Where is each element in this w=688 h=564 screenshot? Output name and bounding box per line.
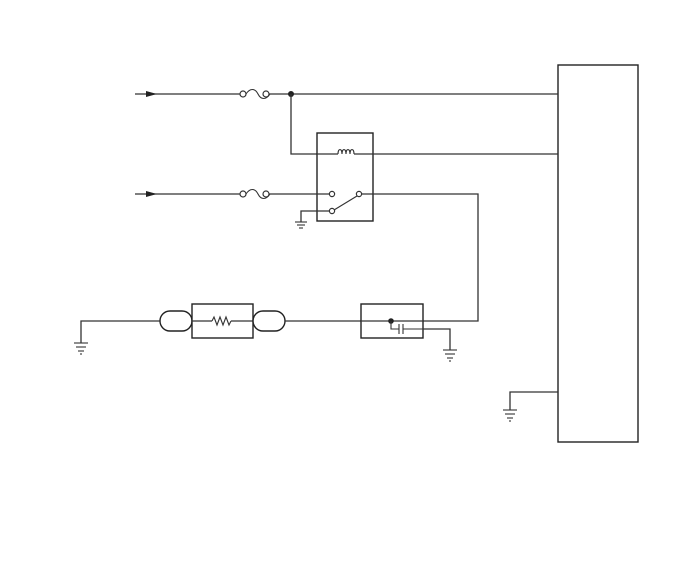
connector-1[interactable] [159, 310, 193, 332]
wire-cap-ground [423, 328, 451, 350]
fuse-1[interactable] [239, 88, 271, 100]
input-arrow-2 [146, 191, 157, 197]
wire-relay-output [362, 193, 479, 322]
relay[interactable] [316, 132, 558, 222]
ground-icon [295, 221, 307, 229]
circuit-2 [135, 188, 479, 322]
circuit-1 [135, 88, 558, 155]
fuse-2[interactable] [239, 188, 271, 200]
ground-icon [74, 342, 88, 355]
capacitor-icon [390, 321, 423, 334]
connector-2[interactable] [252, 310, 286, 332]
wire-3-ground [80, 320, 160, 343]
module-ground [503, 391, 558, 422]
circuit-3 [74, 303, 457, 362]
ground-icon [503, 409, 517, 422]
wire-1-branch [290, 94, 317, 155]
relay-coil-icon [337, 148, 355, 155]
ground-icon [443, 349, 457, 362]
input-arrow-1 [146, 91, 157, 97]
resistor-icon [211, 315, 232, 327]
relay-switch-icon [328, 190, 363, 215]
control-module[interactable] [557, 64, 639, 443]
relay-ground [295, 210, 329, 229]
